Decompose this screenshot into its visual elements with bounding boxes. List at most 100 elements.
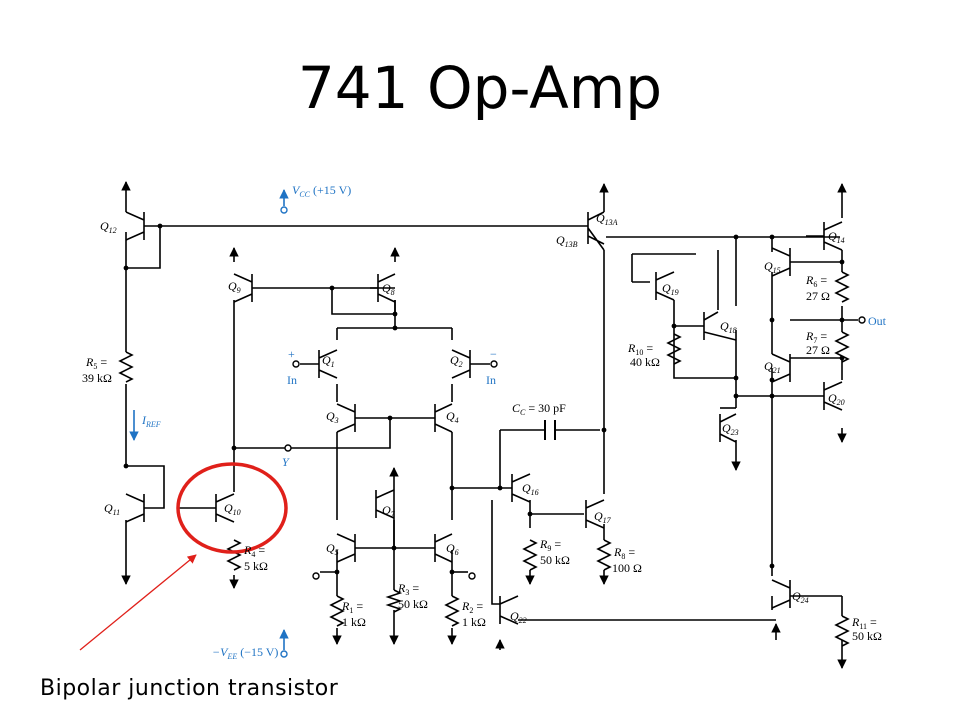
q3-label: Q3 [326,409,339,425]
q19-label: Q19 [662,281,679,297]
q9-symbol [233,273,260,303]
in-minus-label: In [486,373,496,387]
r3-label: R3= [397,581,419,597]
r2-label: R2= [461,599,483,615]
q7-symbol [375,489,395,519]
r11-symbol [834,615,850,647]
q20-label: Q20 [828,391,845,407]
q13b-label: Q13B [556,233,578,249]
q6-symbol [434,533,453,563]
r11-label: R11= [851,615,877,631]
q1-symbol [300,349,338,379]
q24-label: Q24 [792,589,809,605]
r3-symbol [385,589,403,613]
caption: Bipolar junction transistor [40,676,339,701]
vee-label: −VEE(−15 V) [212,645,278,661]
r11-value: 50 kΩ [852,629,882,643]
q10-highlight-circle [176,462,288,554]
r10-symbol [666,333,682,365]
r8-symbol [596,539,612,571]
q18-symbol [703,311,737,341]
q2-label: Q2 [450,353,463,369]
q14-symbol [806,221,843,251]
junction-dots [123,223,845,575]
transistor-symbols [125,211,843,625]
r5-label: R5= [85,355,107,371]
r3-value: 50 kΩ [398,597,428,611]
q21-symbol [771,353,791,383]
q24-symbol [771,579,791,609]
q13-symbol [587,211,605,251]
q22-label: Q22 [510,609,527,625]
terminals [284,316,866,580]
q9-label: Q9 [228,279,241,295]
resistor-symbols [118,271,850,647]
q12-symbol [125,211,152,241]
q19-symbol [655,271,675,301]
q23-label: Q23 [722,421,739,437]
r7-symbol [834,331,850,363]
r2-symbol [444,595,460,627]
r1-symbol [329,595,345,627]
r4-value: 5 kΩ [244,559,268,573]
r8-label: R8= [613,545,635,561]
pointer-arrow [79,554,197,651]
q11-symbol [125,493,150,523]
q11-label: Q11 [104,501,120,517]
q18-label: Q18 [720,319,737,335]
q21-label: Q21 [764,359,781,375]
r9-value: 50 kΩ [540,553,570,567]
highlight [79,462,288,651]
q16-symbol [500,473,531,503]
q7-label: Q7 [382,503,396,519]
q22-symbol [499,595,519,625]
q13a-label: Q13A [596,211,618,227]
r4-symbol [226,539,242,571]
supply-annotation-arrows [129,189,289,650]
slide-title: 741 Op-Amp [297,54,663,122]
r7-label: R7= [805,329,827,345]
r6-value: 27 Ω [806,289,830,303]
iref-label: IREF [141,413,161,429]
q17-symbol [585,499,605,529]
q16-label: Q16 [522,481,539,497]
cc-label: CC= 30 pF [512,401,566,417]
q2-symbol [451,349,490,379]
transistor-labels: Q12 Q11 Q10 Q9 Q8 Q1 Q2 Q3 Q4 Q7 Q5 Q6 Q… [100,211,845,625]
r5-value: 39 kΩ [82,371,112,385]
q5-symbol [336,533,356,563]
q10-symbol [178,493,235,523]
r1-value: 1 kΩ [342,615,366,629]
r9-label: R9= [539,537,561,553]
resistor-labels: R5= 39 kΩ R4= 5 kΩ R1= 1 kΩ R3= 50 kΩ R2… [82,273,882,643]
vcc-label: VCC(+15 V) [292,183,351,199]
in-plus-sign: + [288,347,295,361]
y-node-label: Y [282,455,290,469]
r2-value: 1 kΩ [462,615,486,629]
q6-label: Q6 [446,541,459,557]
supply-arrows [121,181,847,669]
out-label: Out [868,314,887,328]
r6-symbol [834,271,850,303]
capacitor-cc-symbol [544,420,556,440]
supply-terminals [280,206,288,658]
r10-label: R10= [627,341,653,357]
r9-symbol [522,539,538,571]
r7-value: 27 Ω [806,343,830,357]
r5-symbol [118,351,134,383]
r1-label: R1= [341,599,363,615]
q14-label: Q14 [828,229,845,245]
in-plus-label: In [287,373,297,387]
r6-label: R6= [805,273,827,289]
r8-value: 100 Ω [612,561,642,575]
q5-label: Q5 [326,541,339,557]
q23-symbol [719,413,737,443]
q17-label: Q17 [594,509,612,525]
q15-symbol [771,247,791,277]
q8-label: Q8 [382,281,395,297]
in-minus-sign: − [490,347,497,361]
q20-symbol [808,381,843,411]
r10-value: 40 kΩ [630,355,660,369]
r4-label: R4= [243,543,265,559]
